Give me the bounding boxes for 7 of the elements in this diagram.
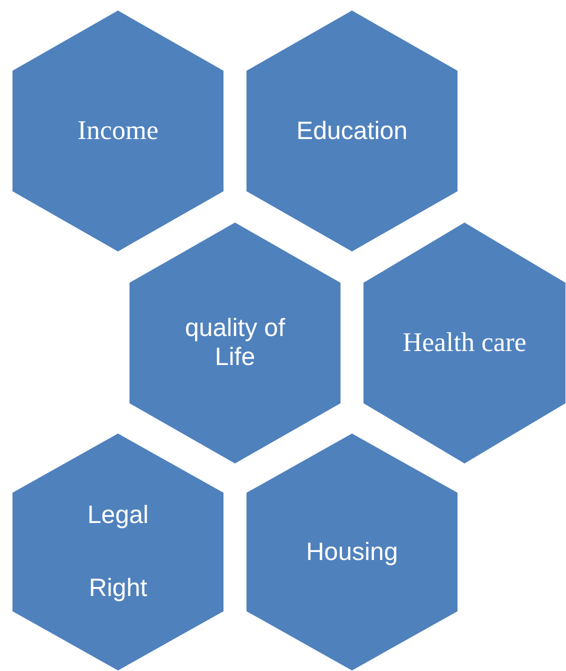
hexagon-label: Education bbox=[296, 116, 408, 146]
hexagon-label: Health care bbox=[402, 327, 526, 359]
hexagon-label: Legal bbox=[87, 501, 149, 530]
hexagon-label: quality of Life bbox=[184, 314, 286, 372]
hexagon-label: Right bbox=[88, 574, 148, 603]
hexagon-label: Income bbox=[78, 115, 158, 147]
hexagon-label: Housing bbox=[306, 538, 398, 566]
